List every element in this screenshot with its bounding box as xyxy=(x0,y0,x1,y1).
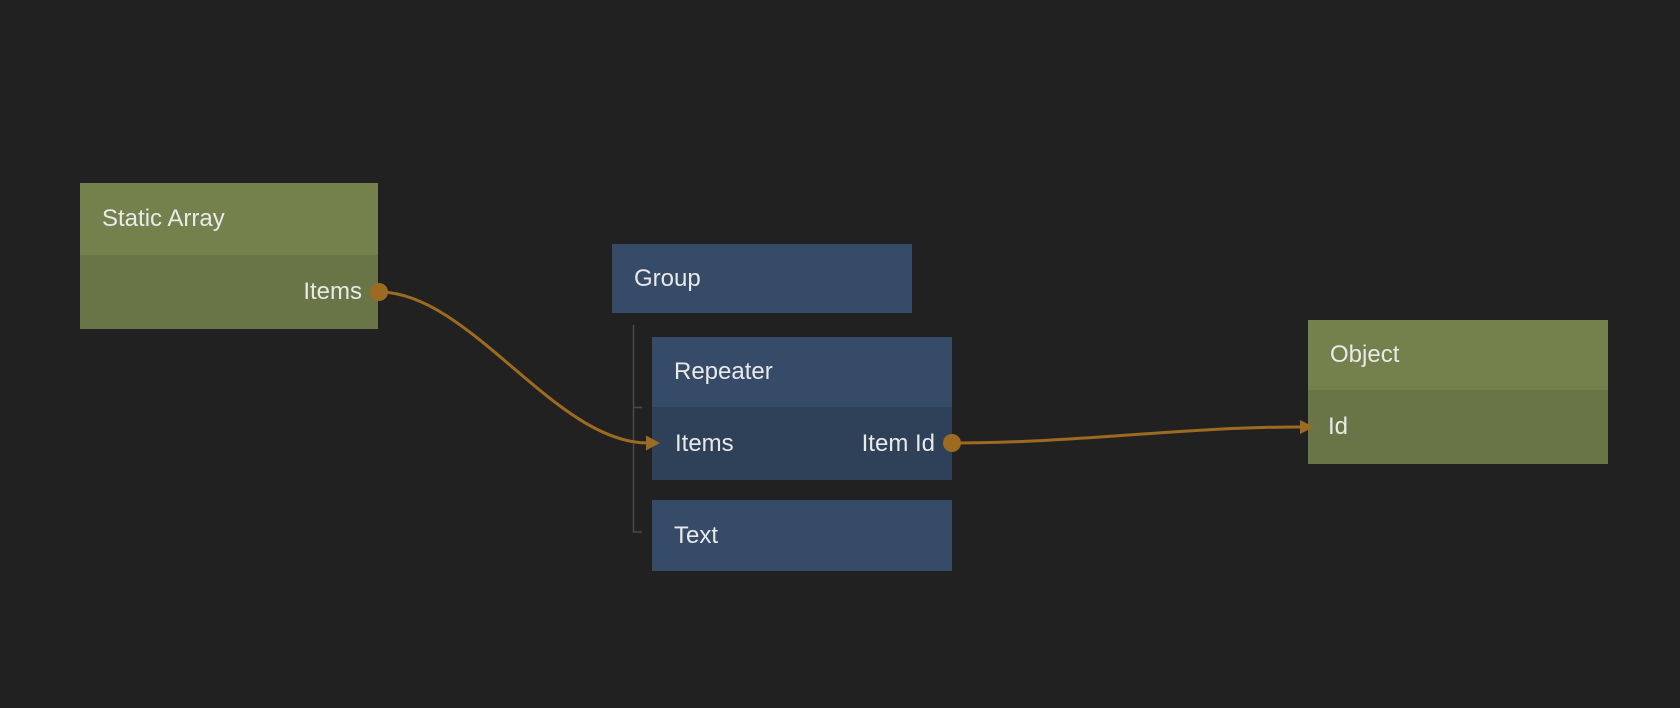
node-header: Object xyxy=(1308,320,1608,390)
node-header: Group xyxy=(612,244,912,313)
connection-repeater-item-id-to-object-id[interactable] xyxy=(951,425,1301,445)
node-repeater[interactable]: Repeater Items Item Id xyxy=(652,337,952,480)
output-port-label-item-id: Item Id xyxy=(861,429,935,457)
node-object[interactable]: Object Id xyxy=(1308,320,1608,464)
input-port-label-id: Id xyxy=(1328,413,1349,440)
output-port-dot-items[interactable] xyxy=(370,283,388,301)
node-title: Group xyxy=(634,264,701,292)
node-title: Object xyxy=(1330,341,1400,368)
node-group[interactable]: Group xyxy=(612,244,912,313)
output-port-label-items: Items xyxy=(303,278,362,305)
node-header: Repeater xyxy=(652,337,952,407)
node-title: Text xyxy=(674,521,719,549)
port-row: Id xyxy=(1308,390,1608,464)
port-row: Items xyxy=(80,255,378,329)
port-row: Items Item Id xyxy=(652,407,952,480)
node-header: Static Array xyxy=(80,183,378,255)
node-title: Static Array xyxy=(102,205,225,232)
input-port-label-items: Items xyxy=(675,429,734,457)
node-text[interactable]: Text xyxy=(652,500,952,571)
node-header: Text xyxy=(652,500,952,571)
output-port-dot-item-id[interactable] xyxy=(943,434,961,452)
node-title: Repeater xyxy=(674,358,773,385)
connection-static-array-items-to-repeater-items[interactable] xyxy=(378,290,649,445)
node-static-array[interactable]: Static Array Items xyxy=(80,183,378,329)
hierarchy-line-group-children xyxy=(632,325,642,533)
